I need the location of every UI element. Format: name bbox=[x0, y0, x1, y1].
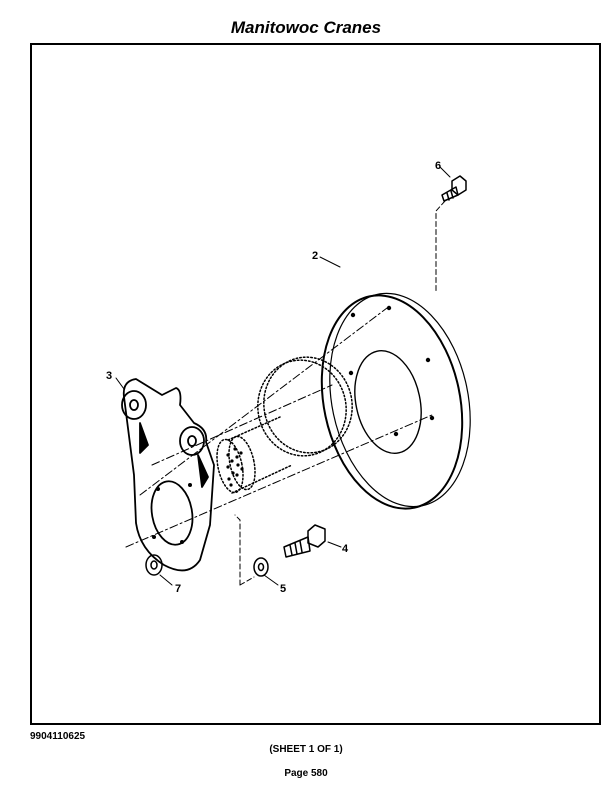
diagram-frame: 2 3 4 5 6 7 bbox=[30, 43, 601, 725]
callout-6: 6 bbox=[435, 160, 441, 172]
center-lines bbox=[125, 307, 433, 548]
brake-disc bbox=[320, 292, 471, 510]
exploded-parts-diagram: 2 3 4 5 6 7 bbox=[106, 160, 471, 595]
callout-3: 3 bbox=[106, 370, 112, 382]
callout-leaders bbox=[115, 166, 451, 586]
sheet-indicator: (SHEET 1 OF 1) bbox=[269, 744, 343, 755]
callout-2: 2 bbox=[312, 250, 318, 262]
callout-5: 5 bbox=[280, 583, 286, 595]
hub-dotted bbox=[216, 356, 353, 494]
document-number: 9904110625 bbox=[30, 731, 86, 742]
splined-shaft bbox=[226, 447, 244, 487]
assembly-paths bbox=[234, 200, 446, 586]
callout-4: 4 bbox=[342, 543, 349, 555]
hex-bolt bbox=[283, 524, 326, 558]
page-title: Manitowoc Cranes bbox=[230, 18, 382, 37]
small-bolt bbox=[441, 175, 467, 202]
washer-7 bbox=[145, 554, 163, 576]
washer-5 bbox=[253, 557, 269, 577]
caliper-bracket bbox=[121, 378, 215, 572]
page-number: Page 580 bbox=[284, 768, 328, 779]
callout-7: 7 bbox=[175, 583, 181, 595]
